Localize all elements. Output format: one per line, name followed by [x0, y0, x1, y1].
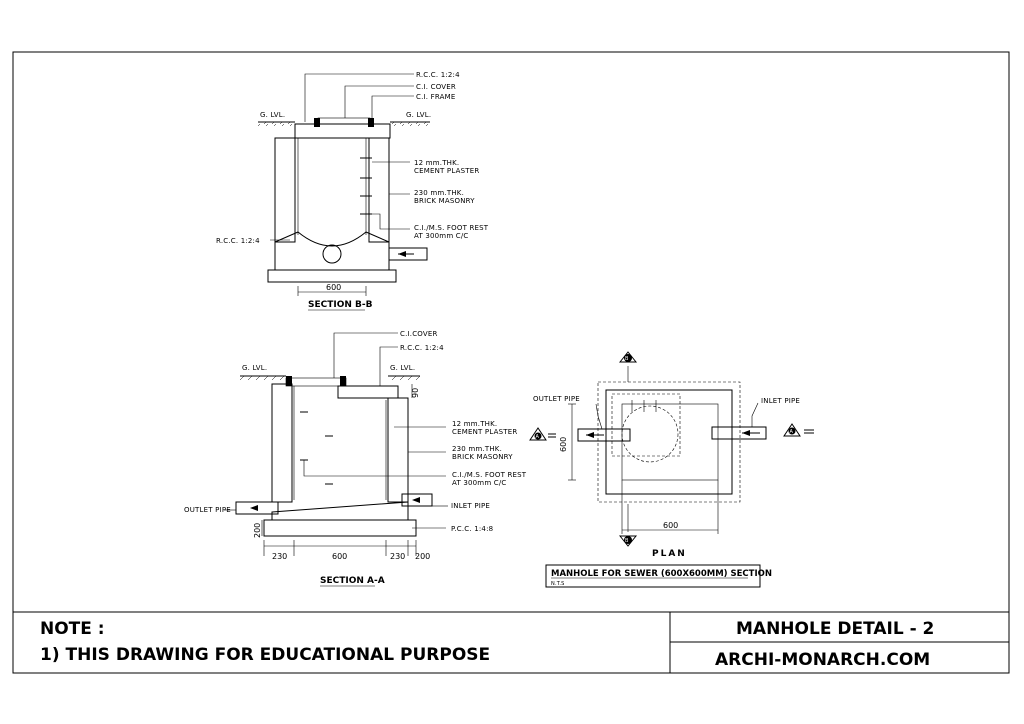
- bb-footrest-1: C.I./M.S. FOOT REST: [414, 224, 489, 232]
- bb-plaster-1: 12 mm.THK.: [414, 159, 459, 167]
- bb-ci-frame-label: C.I. FRAME: [416, 93, 456, 101]
- aa-dim-230-left: 230: [272, 552, 287, 561]
- aa-ci-cover-label: C.I.COVER: [400, 330, 438, 338]
- aa-plaster-2: CEMENT PLASTER: [452, 428, 517, 436]
- aa-inlet-pipe: INLET PIPE: [451, 502, 490, 510]
- title-block: NOTE : 1) THIS DRAWING FOR EDUCATIONAL P…: [40, 619, 934, 670]
- plan-dim-vertical: 600: [559, 437, 568, 452]
- svg-text:B: B: [625, 538, 629, 544]
- bb-g-lvl-left: G. LVL.: [260, 111, 285, 119]
- bb-dim-600: 600: [326, 283, 341, 292]
- aa-dim-200: 200: [415, 552, 430, 561]
- bb-g-lvl-right: G. LVL.: [406, 111, 431, 119]
- section-marker-b-top: B: [618, 351, 638, 382]
- aa-masonry-1: 230 mm.THK.: [452, 445, 502, 453]
- aa-plaster-1: 12 mm.THK.: [452, 420, 497, 428]
- bb-rcc-bottom: R.C.C. 1:2:4: [216, 237, 260, 245]
- aa-g-lvl-right: G. LVL.: [390, 364, 415, 372]
- aa-footrest-2: AT 300mm C/C: [452, 479, 507, 487]
- aa-footrest-1: C.I./M.S. FOOT REST: [452, 471, 527, 479]
- plan-view: OUTLET PIPE INLET PIPE 600 600 B B: [529, 351, 814, 588]
- bb-plaster-2: CEMENT PLASTER: [414, 167, 479, 175]
- aa-outlet-pipe: OUTLET PIPE: [184, 506, 231, 514]
- svg-text:A: A: [790, 429, 794, 435]
- svg-text:B: B: [625, 356, 629, 362]
- aa-dim-600: 600: [332, 552, 347, 561]
- bb-masonry-2: BRICK MASONRY: [414, 197, 475, 205]
- aa-dim-side: 90: [411, 388, 420, 398]
- aa-dim-pcc: 200: [253, 523, 262, 538]
- plan-caption: MANHOLE FOR SEWER (600X600MM) SECTION: [551, 569, 772, 579]
- plan-caption-sub: N.T.S: [551, 581, 565, 587]
- aa-dim-230-right: 230: [390, 552, 405, 561]
- aa-masonry-2: BRICK MASONRY: [452, 453, 513, 461]
- aa-g-lvl-left: G. LVL.: [242, 364, 267, 372]
- section-marker-a-left: A: [529, 427, 556, 441]
- drawing-title: MANHOLE DETAIL - 2: [736, 619, 934, 639]
- note-text: 1) THIS DRAWING FOR EDUCATIONAL PURPOSE: [40, 645, 490, 665]
- plan-inlet-pipe: INLET PIPE: [761, 397, 800, 405]
- bb-ci-cover-label: C.I. COVER: [416, 83, 456, 91]
- section-bb: G. LVL. G. LVL. 600 R.C.C. 1:2:4: [216, 71, 489, 311]
- bb-footrest-2: AT 300mm C/C: [414, 232, 469, 240]
- plan-dim-horizontal: 600: [663, 521, 678, 530]
- bb-rcc-label: R.C.C. 1:2:4: [416, 71, 460, 79]
- aa-rcc-label: R.C.C. 1:2:4: [400, 344, 444, 352]
- aa-pcc-label: P.C.C. 1:4:8: [451, 525, 493, 533]
- svg-text:A: A: [536, 434, 540, 440]
- bb-masonry-1: 230 mm.THK.: [414, 189, 464, 197]
- plan-outlet-pipe: OUTLET PIPE: [533, 395, 580, 403]
- section-marker-a-right: A: [783, 423, 814, 437]
- sheet-border: [12, 51, 1010, 674]
- section-aa: G. LVL. G. LVL. 230 600 230 20: [184, 330, 527, 587]
- section-marker-b-bottom: B: [618, 504, 638, 547]
- note-heading: NOTE :: [40, 619, 105, 639]
- website-label: ARCHI-MONARCH.COM: [715, 650, 930, 670]
- bb-title: SECTION B-B: [308, 300, 373, 310]
- plan-title: PLAN: [652, 549, 687, 559]
- aa-title: SECTION A-A: [320, 576, 385, 586]
